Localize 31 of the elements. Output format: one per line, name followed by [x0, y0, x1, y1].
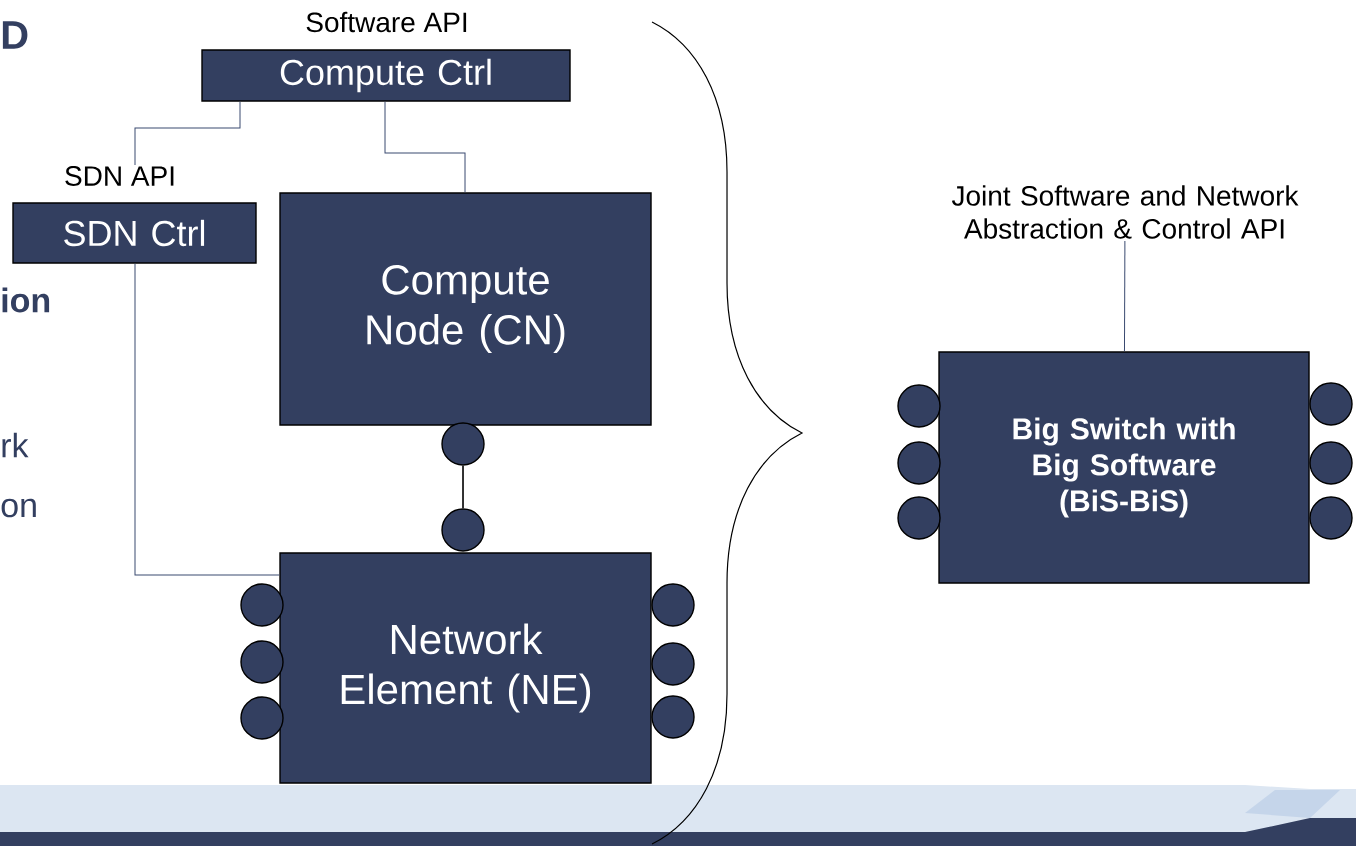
connector-line	[462, 464, 464, 510]
network-element-box: Network Element (NE)	[279, 552, 652, 784]
slide-text: rk	[2, 432, 29, 458]
port-circle	[651, 583, 695, 627]
connector-line	[1123, 240, 1126, 352]
port-circle	[897, 441, 941, 485]
port-circle	[441, 422, 485, 466]
port-circle	[1309, 382, 1353, 426]
connector-line	[384, 101, 466, 193]
port-circle	[1309, 496, 1353, 540]
api-label: Software API	[306, 11, 467, 33]
api-label: SDN API	[65, 166, 174, 186]
connector-line	[134, 101, 241, 166]
controller-box: SDN Ctrl	[12, 202, 257, 264]
port-circle	[651, 695, 695, 739]
port-circle	[897, 496, 941, 540]
port-circle	[441, 508, 485, 552]
slide-text: on	[1, 498, 36, 518]
slide-text: D	[2, 21, 28, 49]
api-label: Joint Software and Network Abstraction & Control API	[951, 185, 1299, 239]
connector-line	[134, 263, 280, 576]
compute-node-box: Compute Node (CN)	[279, 192, 652, 426]
port-circle	[240, 640, 284, 684]
port-circle	[897, 384, 941, 428]
slide-text: ion	[2, 287, 50, 313]
controller-box: Compute Ctrl	[201, 49, 571, 102]
switch-box: Big Switch with Big Software (BiS-BiS)	[938, 351, 1310, 584]
port-circle	[240, 583, 284, 627]
port-circle	[651, 642, 695, 686]
port-circle	[240, 696, 284, 740]
port-circle	[1309, 441, 1353, 485]
